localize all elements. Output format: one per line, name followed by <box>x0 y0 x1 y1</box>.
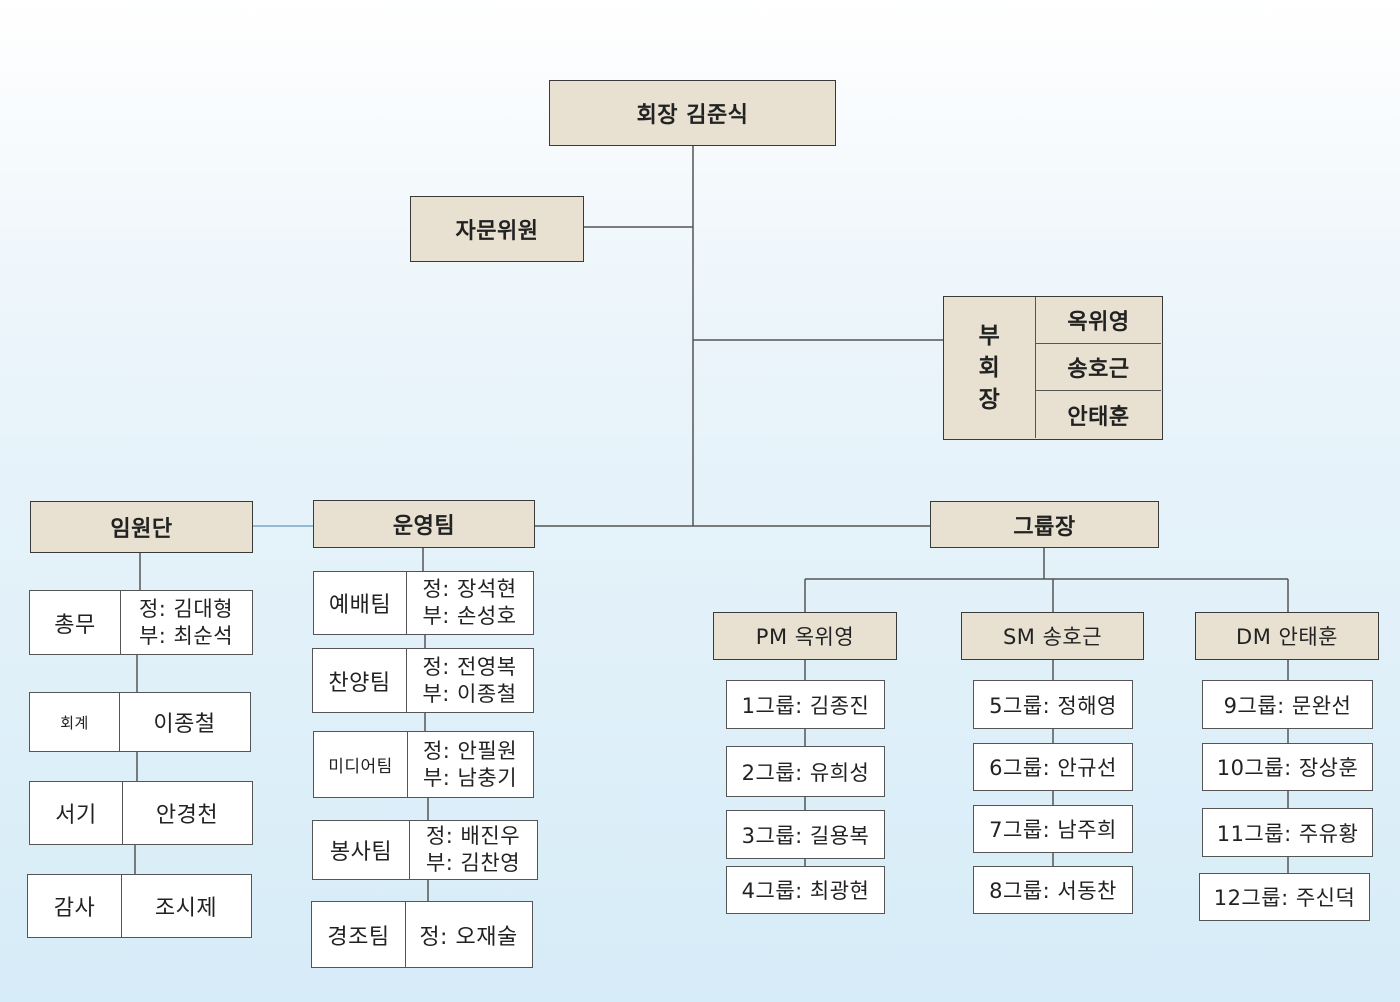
operations-team-name: 미디어팀 <box>328 757 393 777</box>
operations-team-leaders: 정: 배진우 부: 김찬영 <box>409 821 536 879</box>
operations-team-row: 예배팀 정: 장석현 부: 손성호 <box>313 571 534 635</box>
group-box: 11그룹: 주유황 <box>1202 808 1373 857</box>
vice-president-member: 옥위영 <box>1035 297 1161 344</box>
operations-team-row: 미디어팀 정: 안필원 부: 남충기 <box>313 731 534 798</box>
operations-team-name: 찬양팀 <box>328 670 391 696</box>
operations-team-name: 경조팀 <box>327 924 390 950</box>
group-box: 6그룹: 안규선 <box>973 743 1133 791</box>
president-box: 회장 김준식 <box>549 80 836 146</box>
group-box: 8그룹: 서동찬 <box>973 866 1133 914</box>
division-box-dm: DM 안태훈 <box>1195 612 1379 660</box>
vice-president-member: 송호근 <box>1035 344 1161 391</box>
executive-role-holders: 이종철 <box>119 693 249 751</box>
executive-role-row: 회계 이종철 <box>29 692 251 752</box>
operations-team-name: 봉사팀 <box>329 840 393 865</box>
division-box-pm: PM 옥위영 <box>713 612 897 660</box>
vice-president-box: 부 회 장 옥위영 송호근 안태훈 <box>943 296 1163 440</box>
group-box: 3그룹: 길용복 <box>726 810 885 859</box>
executive-role-row: 서기 안경천 <box>29 781 253 845</box>
vice-president-label: 부 회 장 <box>944 297 1035 439</box>
vice-label-char: 장 <box>978 387 1001 413</box>
operations-team-leaders: 정: 오재술 <box>405 902 531 967</box>
executive-role-row: 감사 조시제 <box>27 874 252 938</box>
group-box: 1그룹: 김종진 <box>726 680 885 729</box>
executive-role-name: 감사 <box>53 896 96 921</box>
executive-role-name: 회계 <box>60 713 89 732</box>
group-box: 9그룹: 문완선 <box>1202 680 1373 729</box>
advisor-label: 자문위원 <box>455 219 539 244</box>
group-box: 4그룹: 최광현 <box>726 866 885 914</box>
operations-team-leaders: 정: 장석현 부: 손성호 <box>406 572 532 634</box>
group-box: 12그룹: 주신덕 <box>1199 873 1370 921</box>
executive-role-holders: 안경천 <box>122 782 251 844</box>
division-box-sm: SM 송호근 <box>961 612 1144 660</box>
group-box: 7그룹: 남주희 <box>973 805 1133 853</box>
operations-title-box: 운영팀 <box>313 500 535 548</box>
group-box: 10그룹: 장상훈 <box>1202 743 1373 791</box>
operations-title: 운영팀 <box>392 514 456 539</box>
executive-role-name: 서기 <box>55 803 97 828</box>
operations-team-row: 봉사팀 정: 배진우 부: 김찬영 <box>312 820 538 880</box>
advisor-box: 자문위원 <box>410 196 584 262</box>
president-label: 회장 김준식 <box>636 103 749 128</box>
operations-team-row: 경조팀 정: 오재술 <box>311 901 533 968</box>
operations-team-leaders: 정: 전영복 부: 이종철 <box>406 649 532 712</box>
group-leaders-title-box: 그룹장 <box>930 501 1159 548</box>
vice-president-member: 안태훈 <box>1035 391 1161 438</box>
executives-title: 임원단 <box>110 517 173 542</box>
executives-title-box: 임원단 <box>30 501 253 553</box>
executive-role-row: 총무 정: 김대형 부: 최순석 <box>29 590 253 655</box>
vice-label-char: 회 <box>978 355 1001 381</box>
operations-team-name: 예배팀 <box>328 593 392 618</box>
executive-role-name: 총무 <box>54 612 96 638</box>
group-leaders-title: 그룹장 <box>1013 514 1076 540</box>
operations-team-leaders: 정: 안필원 부: 남충기 <box>407 732 532 797</box>
executive-role-holders: 정: 김대형 부: 최순석 <box>120 591 251 654</box>
group-box: 2그룹: 유희성 <box>726 746 885 797</box>
executive-role-holders: 조시제 <box>121 875 250 937</box>
operations-team-row: 찬양팀 정: 전영복 부: 이종철 <box>312 648 534 713</box>
group-box: 5그룹: 정해영 <box>973 680 1133 729</box>
vice-label-char: 부 <box>978 323 1001 349</box>
